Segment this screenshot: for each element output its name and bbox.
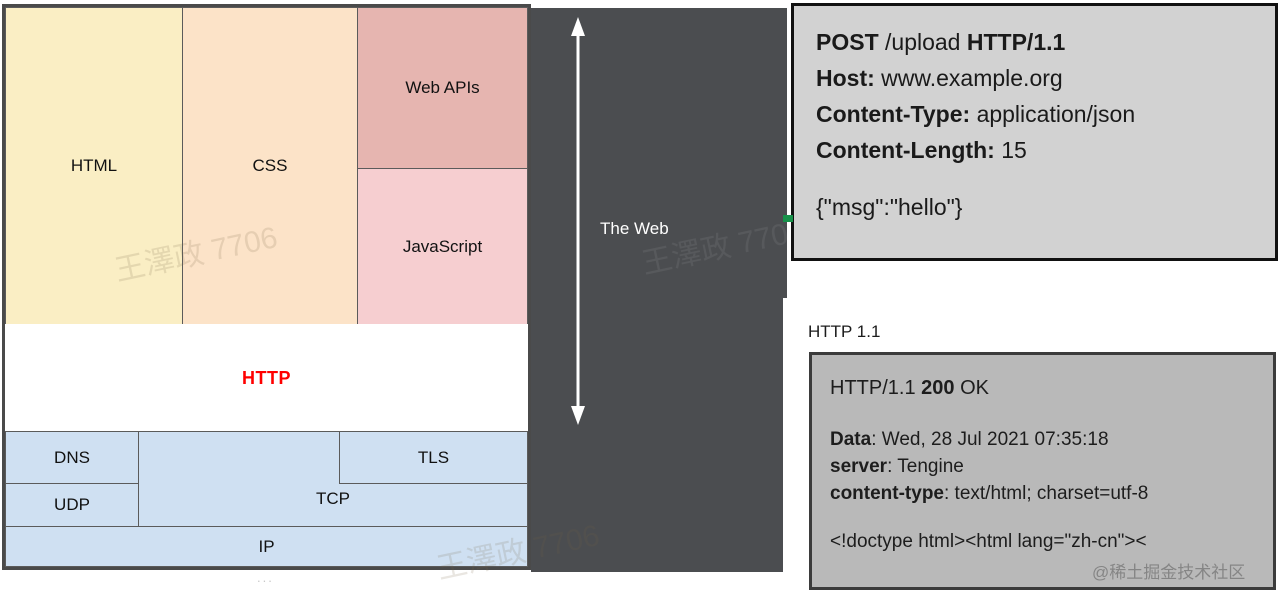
- response-header-content-type-value: : text/html; charset=utf-8: [944, 483, 1149, 504]
- request-header-host-value: www.example.org: [881, 65, 1063, 91]
- request-header-content-type-value: application/json: [976, 101, 1136, 127]
- stack-layer-udp: UDP: [5, 483, 139, 527]
- response-header-server: server: Tengine: [830, 453, 1255, 480]
- the-web-panel-upper: [531, 8, 787, 298]
- request-header-content-type-name: Content-Type:: [816, 101, 971, 127]
- response-status-line: HTTP/1.1 200 OK: [830, 377, 1255, 400]
- the-web-label: The Web: [600, 219, 669, 238]
- stack-layer-css-label: CSS: [252, 156, 288, 175]
- watermark-corner: @稀土掘金技术社区: [1092, 563, 1246, 582]
- response-body: <!doctype html><html lang="zh-cn"><: [830, 531, 1147, 552]
- request-version: HTTP/1.1: [966, 29, 1066, 55]
- stack-layer-http-label: HTTP: [242, 367, 291, 388]
- stack-layer-http: HTTP: [5, 324, 528, 432]
- stack-layer-tls: TLS: [339, 431, 528, 484]
- stack-layer-html: HTML: [5, 7, 183, 325]
- response-status-prefix: HTTP/1.1: [830, 377, 916, 399]
- response-headers: Data: Wed, 28 Jul 2021 07:35:18 server: …: [830, 426, 1255, 507]
- response-caption: HTTP 1.1: [808, 322, 881, 341]
- request-header-host: Host: www.example.org: [816, 60, 1253, 96]
- http-request-panel: POST /upload HTTP/1.1 Host: www.example.…: [791, 3, 1278, 261]
- request-method: POST: [816, 29, 879, 55]
- response-header-content-type-name: content-type: [830, 483, 944, 504]
- request-header-content-type: Content-Type: application/json: [816, 96, 1253, 132]
- request-header-host-name: Host:: [816, 65, 875, 91]
- stack-layer-tcp-label: TCP: [316, 489, 350, 508]
- request-header-content-length-value: 15: [1001, 137, 1027, 163]
- stack-layer-dns: DNS: [5, 431, 139, 484]
- stack-layer-udp-label: UDP: [54, 495, 90, 514]
- request-path: /upload: [885, 29, 961, 55]
- response-status-text: OK: [960, 377, 989, 399]
- ellipsis-mark: ...: [257, 570, 274, 585]
- request-header-content-length: Content-Length: 15: [816, 132, 1253, 168]
- request-header-content-length-name: Content-Length:: [816, 137, 995, 163]
- http-response-panel: HTTP/1.1 200 OK Data: Wed, 28 Jul 2021 0…: [809, 352, 1276, 590]
- response-header-server-name: server: [830, 456, 888, 477]
- stack-layer-tls-label: TLS: [417, 447, 450, 467]
- stack-layer-web-apis: Web APIs: [357, 7, 528, 169]
- response-status-code: 200: [921, 377, 955, 399]
- stack-layer-dns-label: DNS: [54, 447, 90, 467]
- response-header-content-type: content-type: text/html; charset=utf-8: [830, 480, 1255, 507]
- response-header-data-name: Data: [830, 429, 872, 450]
- request-body: {"msg":"hello"}: [816, 194, 963, 220]
- stack-layer-css: CSS: [182, 7, 358, 325]
- response-header-server-value: : Tengine: [887, 456, 964, 477]
- response-header-data-value: : Wed, 28 Jul 2021 07:35:18: [871, 429, 1109, 450]
- request-line: POST /upload HTTP/1.1: [816, 24, 1253, 60]
- stack-layer-ip-label: IP: [258, 536, 275, 556]
- web-technology-stack-diagram: HTML CSS Web APIs JavaScript HTTP TCP DN…: [2, 4, 602, 586]
- stack-layer-web-apis-label: Web APIs: [405, 78, 480, 97]
- stack-layer-javascript-label: JavaScript: [402, 236, 483, 256]
- stack-layer-javascript: JavaScript: [357, 168, 528, 325]
- stack-layer-html-label: HTML: [70, 156, 118, 175]
- vertical-double-arrow-icon: [571, 17, 585, 425]
- the-web-panel-lower: [531, 296, 783, 572]
- stack-layer-ip: IP: [5, 526, 528, 567]
- response-header-data: Data: Wed, 28 Jul 2021 07:35:18: [830, 426, 1255, 453]
- green-connector-marker: [783, 215, 793, 222]
